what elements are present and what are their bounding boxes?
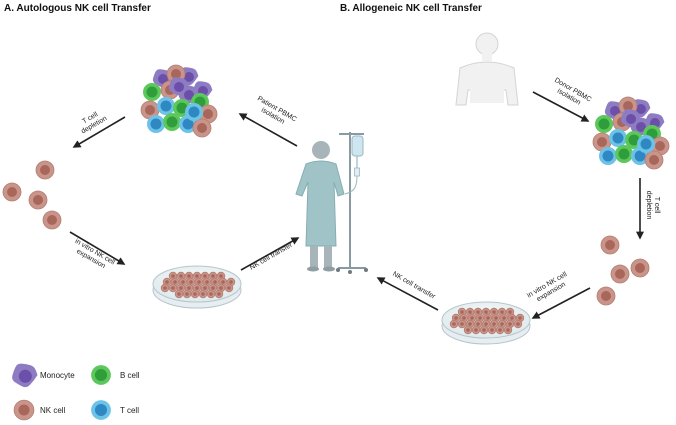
nk-cell [13, 399, 35, 421]
tcell-cell [91, 400, 111, 420]
arrow-pbmc-isolation-b [532, 91, 590, 122]
tcell-cell [599, 147, 617, 165]
tcell-cell [185, 103, 203, 121]
nk-cell [2, 182, 22, 202]
pbmc-cluster-allogeneic [592, 96, 670, 170]
legend-monocyte-icon [12, 363, 38, 388]
label-expansion-a: in vitro NK cell expansion [74, 238, 117, 270]
arrow-pbmc-isolation-a [238, 113, 298, 147]
nk-cells-depleted-autologous [2, 160, 62, 230]
label-nk-transfer-a: NK cell transfer [249, 241, 295, 271]
tcell-cell [609, 129, 627, 147]
bcell-cell [143, 83, 161, 101]
bcell-cell [615, 145, 633, 163]
nk-cell [644, 150, 664, 170]
petri-dish-autologous [152, 265, 242, 309]
patient-head [312, 141, 330, 159]
iv-bag [351, 135, 364, 157]
label-t-depletion-b: T cell depletion [645, 191, 660, 220]
nk-cell [600, 235, 620, 255]
nk-cell [35, 160, 55, 180]
arrow-t-depletion-a [72, 116, 126, 148]
tcell-cell [637, 135, 655, 153]
legend-monocyte-label: Monocyte [40, 371, 75, 380]
tcell-cell [157, 97, 175, 115]
petri-dish-allogeneic [441, 301, 531, 345]
label-t-depletion-a: T cell depletion [80, 111, 108, 135]
nk-cell [192, 118, 212, 138]
svg-text:depletion: depletion [645, 191, 652, 220]
monocyte-cell [620, 109, 641, 128]
legend-t-cell-label: T cell [120, 406, 139, 415]
donor-figure [455, 32, 519, 106]
tcell-cell [147, 115, 165, 133]
legend-t-cell-icon [91, 400, 111, 420]
arrow-expansion-a [69, 231, 126, 265]
title-autologous: A. Autologous NK cell Transfer [4, 3, 151, 14]
nk-cell [596, 286, 616, 306]
nk-cell [630, 258, 650, 278]
patient-figure [295, 132, 368, 274]
nk-cells-depleted-allogeneic [596, 235, 650, 306]
legend-nk-cell-label: NK cell [40, 406, 66, 415]
bcell-cell [595, 115, 613, 133]
arrow-expansion-b [531, 287, 591, 319]
nk-cell [42, 210, 62, 230]
svg-text:T cell: T cell [653, 197, 660, 214]
legend-b-cell-label: B cell [120, 371, 140, 380]
arrow-nk-transfer-b [376, 277, 439, 311]
nk-cell [610, 264, 630, 284]
legend-b-cell-icon [91, 365, 111, 385]
svg-text:NK cell transfer: NK cell transfer [249, 241, 295, 271]
arrow-nk-transfer-a [240, 237, 300, 271]
bcell-cell [91, 365, 111, 385]
nk-cell [28, 190, 48, 210]
monocyte-cell [168, 77, 189, 96]
legend-nk-cell-icon [13, 399, 35, 421]
pbmc-cluster-autologous [140, 64, 218, 138]
monocyte-cell [12, 363, 38, 388]
legend: Monocyte B cell NK cell T cell [12, 363, 140, 421]
label-pbmc-isolation-b: Donor PBMC isolation [553, 77, 592, 107]
bcell-cell [163, 113, 181, 131]
patient-gown [295, 160, 345, 247]
title-allogeneic: B. Allogeneic NK cell Transfer [340, 3, 482, 14]
